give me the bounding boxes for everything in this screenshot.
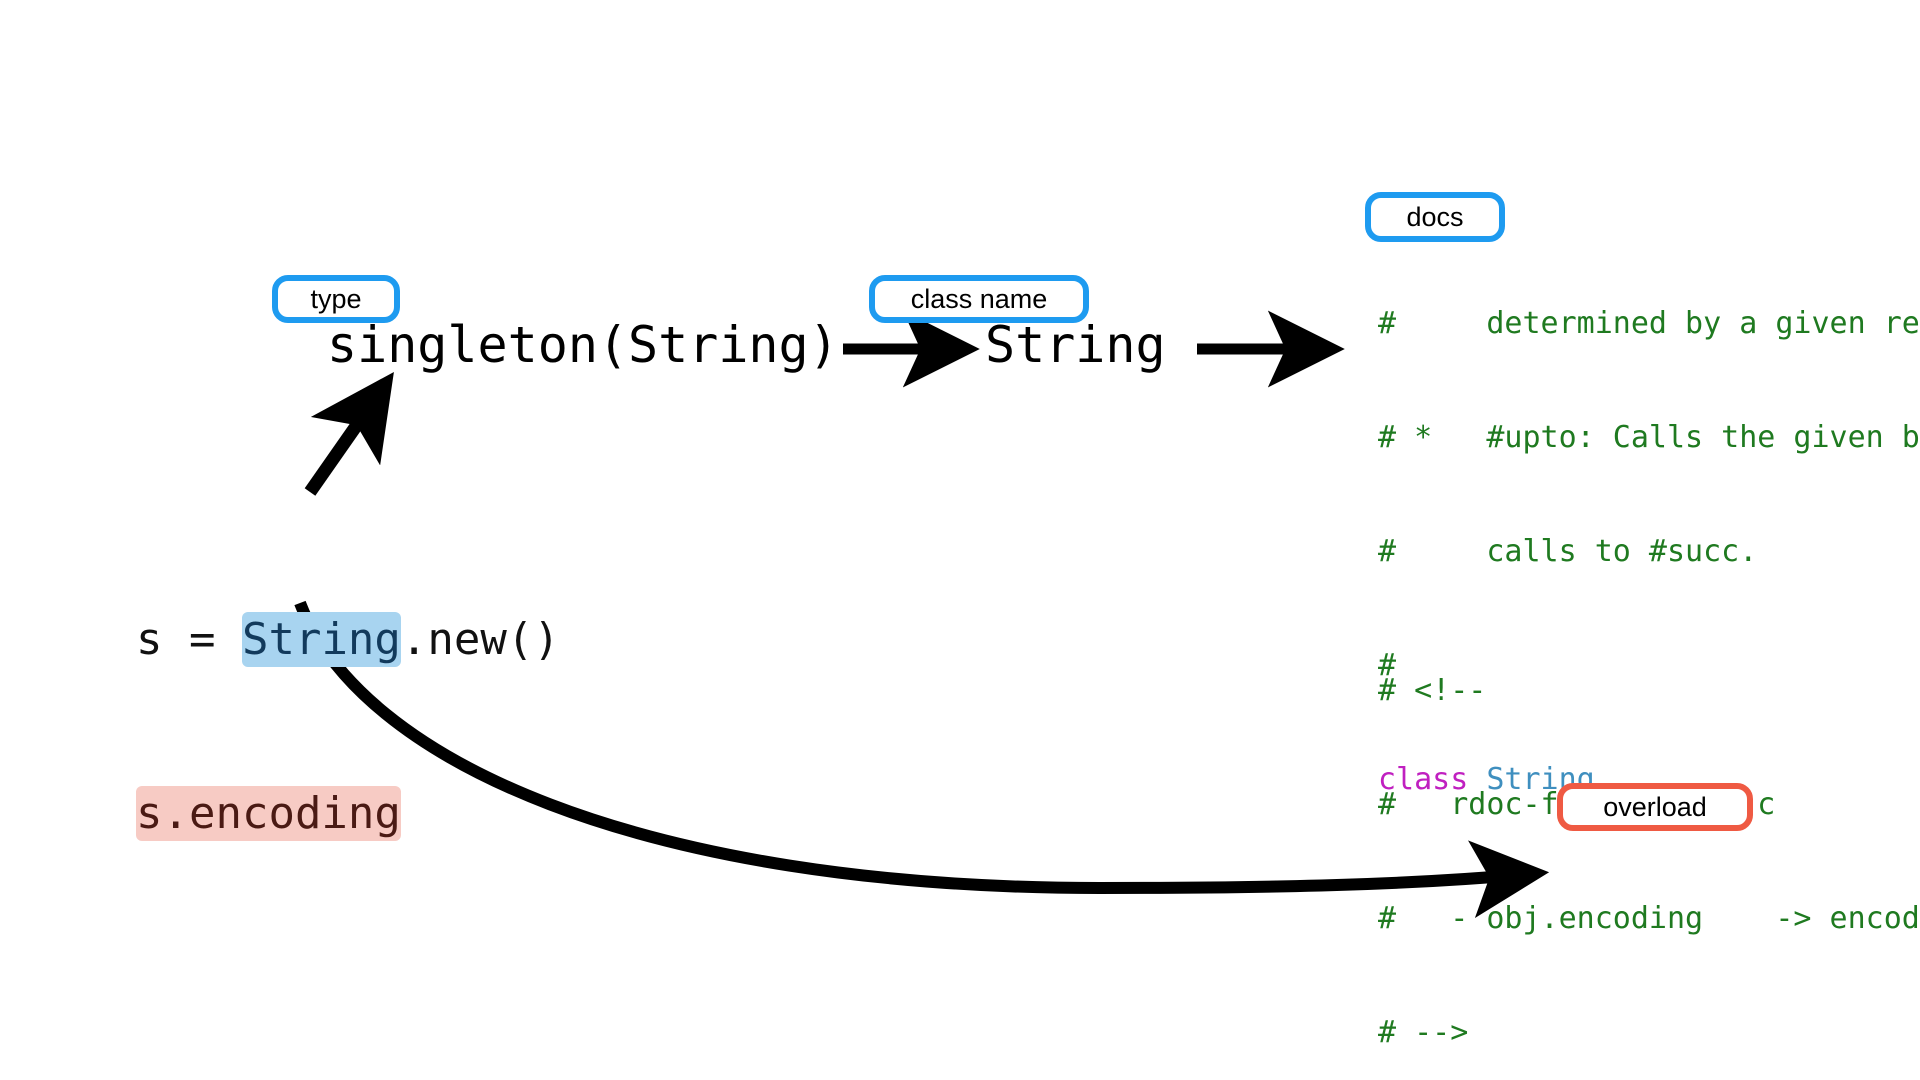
- flow-type-singleton: singleton(String): [327, 316, 839, 374]
- editor-snippet[interactable]: s = String.new() s.encoding: [136, 495, 560, 959]
- docs-line: # * #upto: Calls the given block with ea…: [1378, 420, 1920, 455]
- rbs-line: # -->: [1378, 1015, 1469, 1050]
- arrow-editor-string-to-type: [304, 371, 394, 496]
- callout-label-class-name: class name: [910, 283, 1048, 314]
- callout-label-type: type: [310, 283, 362, 314]
- callout-label-overload: overload: [1603, 791, 1707, 822]
- rbs-line: # - obj.encoding -> encoding: [1378, 901, 1920, 936]
- docs-line: #: [1378, 648, 1397, 683]
- callout-badge-overload[interactable]: overload: [1557, 783, 1753, 831]
- editor-assignment-prefix: s =: [136, 614, 242, 665]
- rbs-line: # <!--: [1378, 673, 1487, 708]
- callout-badge-class-name[interactable]: class name: [869, 275, 1089, 323]
- docs-line: # calls to #succ.: [1378, 534, 1758, 569]
- callout-badge-docs[interactable]: docs: [1365, 192, 1505, 242]
- rbs-code-pane[interactable]: # <!-- # rdoc-file=string.c # - obj.enco…: [1378, 596, 1920, 1080]
- docs-code-pane[interactable]: # determined by a given record separator…: [1378, 243, 1920, 875]
- callout-label-docs: docs: [1406, 201, 1464, 232]
- callout-badge-type[interactable]: type: [272, 275, 400, 323]
- editor-line-assignment: s = String.new(): [136, 611, 560, 669]
- editor-line-encoding-call: s.encoding: [136, 785, 560, 843]
- editor-highlight-string-type[interactable]: String: [241, 612, 401, 667]
- editor-assignment-suffix: .new(): [400, 614, 560, 665]
- docs-line: # determined by a given record separator…: [1378, 306, 1920, 341]
- keyword-class: class: [1378, 762, 1469, 797]
- editor-highlight-s-encoding[interactable]: s.encoding: [136, 786, 401, 841]
- flow-class-name: String: [985, 316, 1166, 374]
